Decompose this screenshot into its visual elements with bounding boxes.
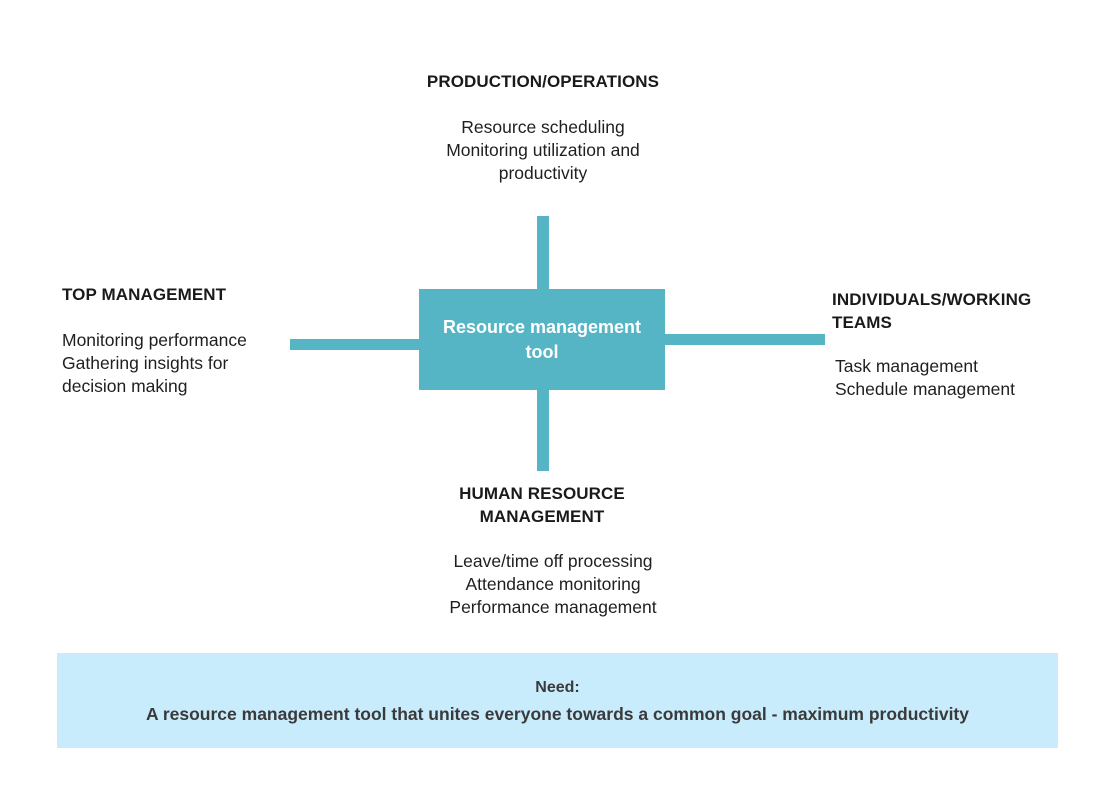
need-banner: Need: A resource management tool that un… — [57, 653, 1058, 748]
need-banner-label: Need: — [535, 678, 580, 696]
branch-heading-individuals-working-teams: INDIVIDUALS/WORKING TEAMS — [832, 290, 1032, 332]
connector-line-left — [290, 339, 420, 350]
branch-items-production-operations: Resource scheduling Monitoring utilizati… — [446, 117, 640, 183]
connector-line-top — [537, 216, 549, 290]
connector-line-right — [664, 334, 825, 345]
connector-line-bottom — [537, 389, 549, 471]
branch-heading-production-operations: PRODUCTION/OPERATIONS — [426, 72, 660, 91]
branch-items-human-resource-management: Leave/time off processing Attendance mon… — [449, 551, 657, 617]
center-node-resource-management-tool: Resource management tool — [419, 289, 665, 390]
branch-heading-human-resource-management: HUMAN RESOURCE MANAGEMENT — [459, 484, 625, 526]
center-node-label: Resource management tool — [442, 316, 642, 362]
branch-items-top-management: Monitoring performance Gathering insight… — [62, 330, 247, 396]
branch-items-individuals-working-teams: Task management Schedule management — [835, 356, 1015, 399]
branch-heading-top-management: TOP MANAGEMENT — [62, 285, 227, 304]
need-banner-statement: A resource management tool that unites e… — [145, 703, 969, 724]
